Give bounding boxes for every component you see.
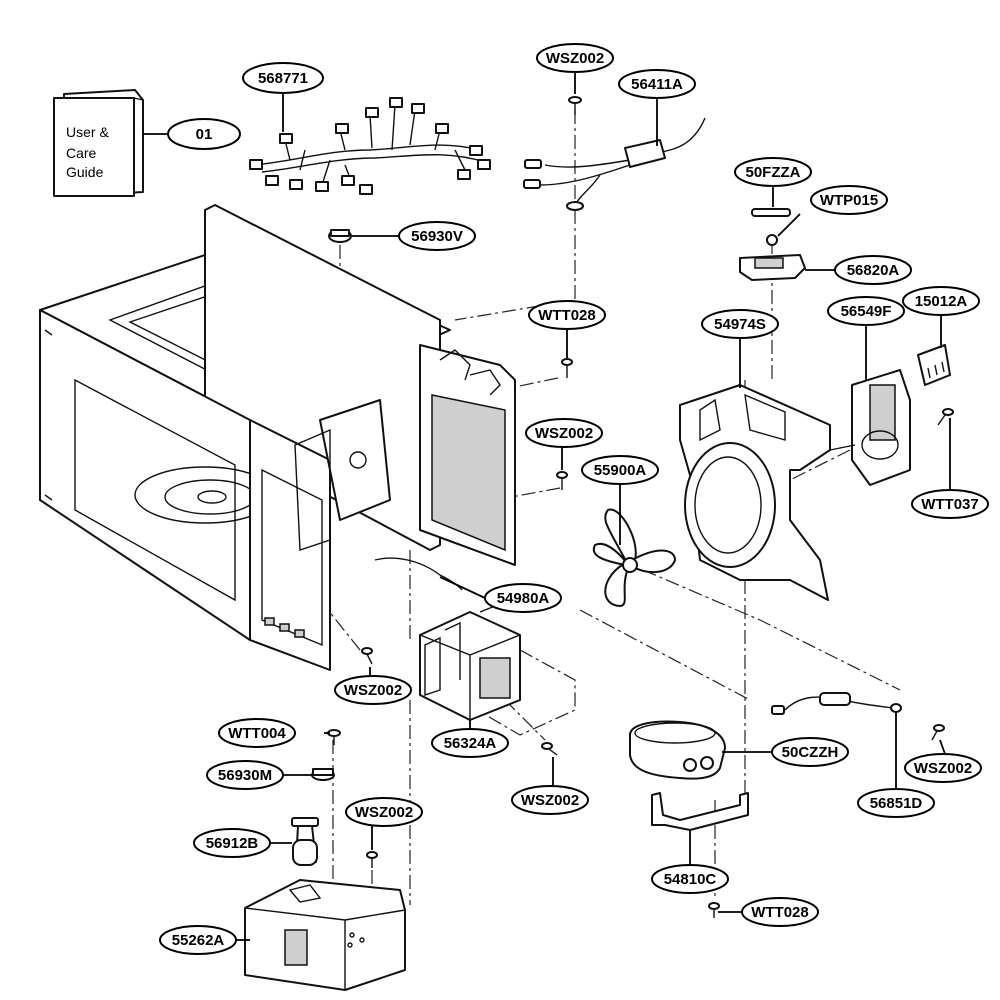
vent-panel — [419, 344, 516, 566]
svg-text:WTT037: WTT037 — [921, 496, 979, 513]
screw-wsz002-top — [568, 96, 582, 115]
leader-lines — [143, 73, 951, 941]
part-label-50czzh: 50CZZH — [771, 737, 849, 767]
part-label-wsz002-mid: WSZ002 — [525, 418, 603, 448]
screw-wtt037 — [937, 408, 954, 426]
part-label-568771: 568771 — [242, 62, 324, 94]
screw-wsz002-right — [931, 724, 945, 741]
svg-text:WSZ002: WSZ002 — [344, 682, 402, 699]
thermostat-56930v — [328, 229, 352, 243]
fan-blade — [592, 508, 676, 607]
part-label-56324a: 56324A — [431, 728, 509, 758]
guide-line-1: User & — [66, 124, 109, 140]
oven-lamp — [291, 817, 319, 866]
part-label-wtt037: WTT037 — [911, 489, 989, 519]
part-label-55262a: 55262A — [159, 925, 237, 955]
motor-label — [917, 344, 951, 386]
svg-text:56820A: 56820A — [847, 262, 900, 279]
svg-text:50FZZA: 50FZZA — [745, 164, 800, 181]
part-label-56820a: 56820A — [834, 255, 912, 285]
thermostat-56930m — [311, 768, 335, 781]
part-label-54810c: 54810C — [651, 864, 729, 894]
part-label-56549f: 56549F — [827, 296, 905, 326]
part-label-wsz002-right: WSZ002 — [904, 753, 982, 783]
screw-wsz002-left — [361, 647, 373, 665]
part-label-wsz002-lower: WSZ002 — [345, 797, 423, 827]
part-label-wsz002-bottom: WSZ002 — [511, 785, 589, 815]
svg-text:54974S: 54974S — [714, 316, 766, 333]
part-label-50fzza: 50FZZA — [734, 157, 812, 187]
guide-line-2: Care — [66, 145, 97, 161]
hv-diode — [771, 692, 902, 715]
part-label-56930m: 56930M — [206, 760, 284, 790]
svg-text:56324A: 56324A — [444, 735, 497, 752]
oven-cavity — [39, 204, 451, 671]
magnetron — [419, 599, 521, 721]
part-label-wtt028-bottom: WTT028 — [741, 897, 819, 927]
wire-harness — [249, 97, 491, 195]
screw-wtt028-top — [561, 358, 573, 378]
capacitor — [629, 720, 726, 780]
part-label-56912b: 56912B — [193, 828, 271, 858]
svg-text:WTP015: WTP015 — [820, 192, 878, 209]
svg-text:WSZ002: WSZ002 — [355, 804, 413, 821]
fuse-and-holder — [739, 208, 806, 281]
part-label-56930v: 56930V — [398, 221, 476, 251]
svg-text:54980A: 54980A — [497, 590, 550, 607]
part-label-wsz002-top: WSZ002 — [536, 43, 614, 73]
base-bracket — [244, 879, 406, 991]
svg-text:54810C: 54810C — [664, 871, 717, 888]
part-label-wtt004: WTT004 — [218, 718, 296, 748]
part-label-56411a: 56411A — [618, 69, 696, 99]
svg-text:WSZ002: WSZ002 — [521, 792, 579, 809]
user-care-guide-book: User & Care Guide — [53, 89, 144, 197]
ground-wire — [374, 557, 463, 591]
part-label-55900a: 55900A — [581, 455, 659, 485]
part-label-54974s: 54974S — [701, 309, 779, 339]
svg-text:WTT004: WTT004 — [228, 725, 286, 742]
svg-text:56912B: 56912B — [206, 835, 259, 852]
svg-text:56851D: 56851D — [870, 795, 923, 812]
svg-text:55262A: 55262A — [172, 932, 225, 949]
screw-wsz002-lower — [366, 851, 378, 868]
fan-bracket — [679, 384, 831, 601]
svg-text:56930V: 56930V — [411, 228, 463, 245]
screw-wtt028-bottom — [708, 902, 720, 918]
screw-wsz002-mid — [556, 471, 568, 490]
svg-text:56411A: 56411A — [631, 76, 683, 93]
svg-text:56930M: 56930M — [218, 767, 272, 784]
svg-text:WSZ002: WSZ002 — [535, 425, 593, 442]
part-label-56851d: 56851D — [857, 788, 935, 818]
svg-text:56549F: 56549F — [841, 303, 892, 320]
guide-line-3: Guide — [66, 164, 104, 180]
line-filter — [523, 117, 706, 211]
svg-text:WSZ002: WSZ002 — [914, 760, 972, 777]
fan-motor — [829, 369, 911, 486]
svg-text:568771: 568771 — [258, 70, 308, 87]
screw-wsz002-bottom — [541, 742, 558, 756]
svg-text:WSZ002: WSZ002 — [546, 50, 604, 67]
capacitor-bracket — [651, 792, 749, 831]
part-label-15012a: 15012A — [902, 286, 980, 316]
svg-text:WTT028: WTT028 — [538, 307, 596, 324]
part-label-wtt028-top: WTT028 — [528, 300, 606, 330]
part-label-wtp015: WTP015 — [810, 185, 888, 215]
svg-text:15012A: 15012A — [915, 293, 968, 310]
part-label-54980a: 54980A — [484, 583, 562, 613]
svg-text:WTT028: WTT028 — [751, 904, 809, 921]
part-label-01: 01 — [167, 118, 241, 150]
part-label-wsz002-left: WSZ002 — [334, 675, 412, 705]
svg-text:55900A: 55900A — [594, 462, 647, 479]
svg-text:01: 01 — [196, 126, 213, 143]
svg-text:50CZZH: 50CZZH — [782, 744, 839, 761]
